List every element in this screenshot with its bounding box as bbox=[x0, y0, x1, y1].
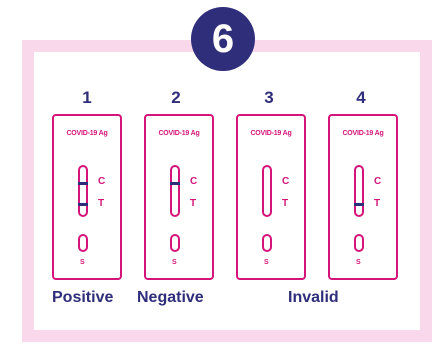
card-number: 3 bbox=[264, 88, 274, 107]
card-title: COVID-19 Ag bbox=[250, 130, 292, 137]
test-line bbox=[78, 203, 88, 206]
control-mark: C bbox=[98, 176, 106, 187]
caption-negative: Negative bbox=[137, 289, 204, 306]
test-card: COVID-19 Ag C T S bbox=[236, 114, 306, 280]
sample-well bbox=[354, 234, 364, 252]
card-number: 1 bbox=[82, 88, 92, 107]
caption-invalid: Invalid bbox=[288, 289, 339, 306]
control-mark: C bbox=[374, 176, 382, 187]
result-window bbox=[78, 165, 88, 217]
card-number: 2 bbox=[171, 88, 181, 107]
control-line bbox=[78, 182, 88, 185]
card-title: COVID-19 Ag bbox=[342, 130, 384, 137]
test-mark: T bbox=[374, 198, 381, 209]
test-mark: T bbox=[282, 198, 289, 209]
sample-well bbox=[170, 234, 180, 252]
sample-well bbox=[78, 234, 88, 252]
control-line bbox=[170, 182, 180, 185]
sample-mark: S bbox=[356, 259, 361, 266]
card-title: COVID-19 Ag bbox=[66, 130, 108, 137]
card-title: COVID-19 Ag bbox=[158, 130, 200, 137]
control-mark: C bbox=[190, 176, 198, 187]
result-window bbox=[170, 165, 180, 217]
step-badge: 6 bbox=[191, 7, 255, 71]
sample-mark: S bbox=[264, 259, 269, 266]
card-number: 4 bbox=[356, 88, 366, 107]
control-mark: C bbox=[282, 176, 290, 187]
result-window bbox=[262, 165, 272, 217]
test-card: COVID-19 Ag C T S bbox=[328, 114, 398, 280]
test-mark: T bbox=[98, 198, 105, 209]
sample-well bbox=[262, 234, 272, 252]
sample-mark: S bbox=[80, 259, 85, 266]
test-card: COVID-19 Ag C T S bbox=[52, 114, 122, 280]
test-mark: T bbox=[190, 198, 197, 209]
test-line bbox=[354, 203, 364, 206]
caption-positive: Positive bbox=[52, 289, 114, 306]
result-window bbox=[354, 165, 364, 217]
test-card: COVID-19 Ag C T S bbox=[144, 114, 214, 280]
sample-mark: S bbox=[172, 259, 177, 266]
